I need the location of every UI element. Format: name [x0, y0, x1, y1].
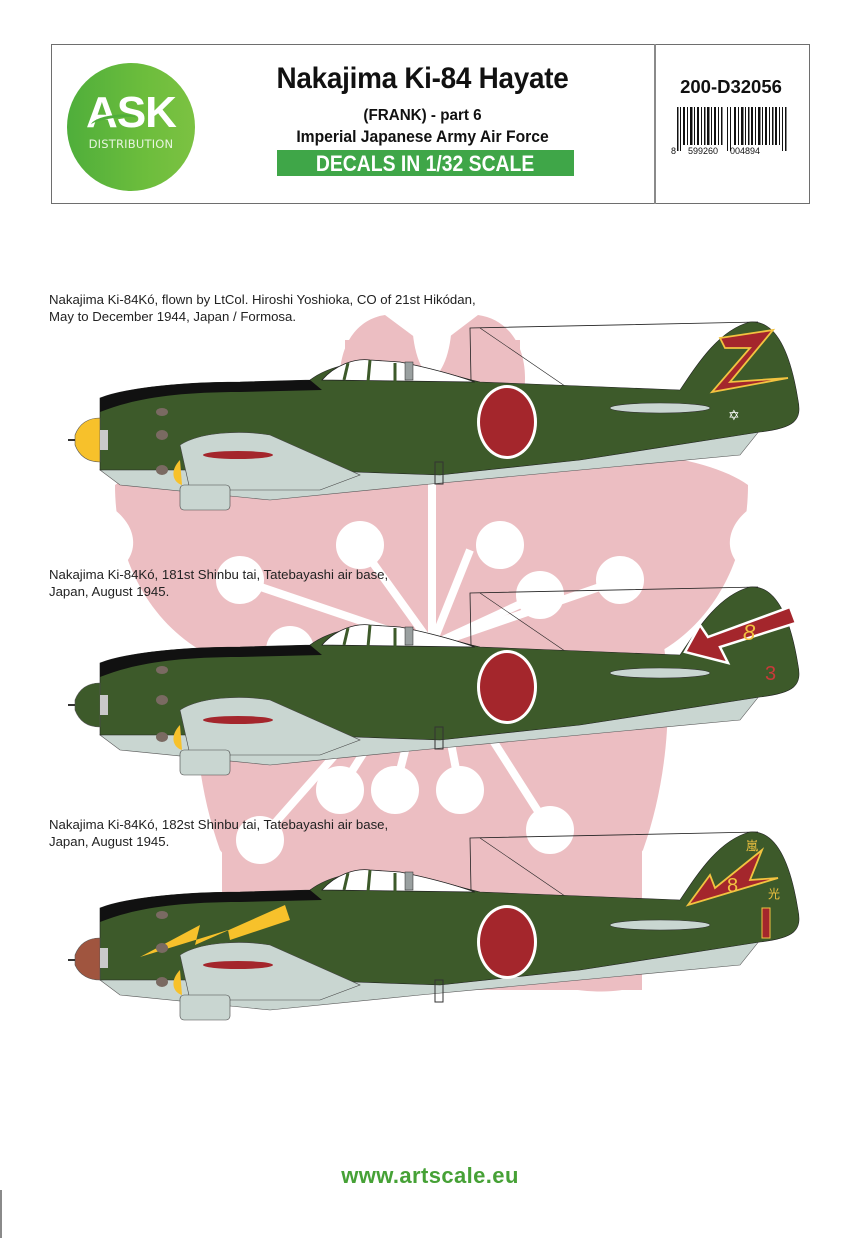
profile-1-description-line1: Nakajima Ki-84Kó, flown by LtCol. Hirosh… — [49, 292, 476, 307]
barcode-group-right: 004894 — [730, 146, 761, 156]
profile-1-description: Nakajima Ki-84Kó, flown by LtCol. Hirosh… — [49, 291, 476, 325]
page-title: Nakajima Ki-84 Hayate — [276, 62, 569, 95]
svg-text:3: 3 — [765, 663, 776, 685]
svg-text:✡: ✡ — [728, 408, 740, 424]
scale-banner: DECALS IN 1/32 SCALE — [277, 150, 574, 176]
scale-banner-text: DECALS IN 1/32 SCALE — [316, 151, 535, 176]
page-edge-mark — [0, 1190, 2, 1238]
air-force-label: Imperial Japanese Army Air Force — [296, 128, 549, 146]
barcode-digit-first: 8 — [671, 146, 677, 156]
barcode-icon — [677, 107, 787, 151]
svg-text:嵐: 嵐 — [746, 839, 758, 853]
profile-2-description-line2: Japan, August 1945. — [49, 584, 170, 599]
profile-1-description-line2: May to December 1944, Japan / Formosa. — [49, 309, 297, 324]
profile-3-description: Nakajima Ki-84Kó, 182st Shinbu tai, Tate… — [49, 816, 388, 850]
website-link[interactable]: www.artscale.eu — [341, 1163, 519, 1188]
product-code: 200-D32056 — [680, 76, 782, 97]
profile-2-description: Nakajima Ki-84Kó, 181st Shinbu tai, Tate… — [49, 566, 388, 600]
svg-text:8: 8 — [743, 620, 756, 645]
profile-2-description-line1: Nakajima Ki-84Kó, 181st Shinbu tai, Tate… — [49, 567, 389, 582]
aircraft-profile-2: 8 3 — [68, 586, 800, 776]
profile-3-description-line1: Nakajima Ki-84Kó, 182st Shinbu tai, Tate… — [49, 817, 389, 832]
logo-brand: ASK — [86, 88, 177, 137]
svg-text:光: 光 — [768, 887, 780, 901]
logo-tagline: DISTRIBUTION — [88, 137, 174, 151]
header-divider — [654, 44, 656, 204]
svg-text:8: 8 — [727, 875, 738, 897]
profile-3-description-line2: Japan, August 1945. — [49, 834, 170, 849]
aircraft-profile-1: ✡ — [68, 321, 800, 511]
subtitle: (FRANK) - part 6 — [363, 107, 482, 124]
aircraft-profile-3: 8 嵐 光 — [68, 831, 800, 1021]
barcode-group-left: 599260 — [688, 146, 719, 156]
ask-distribution-logo: ASK DISTRIBUTION — [67, 63, 195, 191]
